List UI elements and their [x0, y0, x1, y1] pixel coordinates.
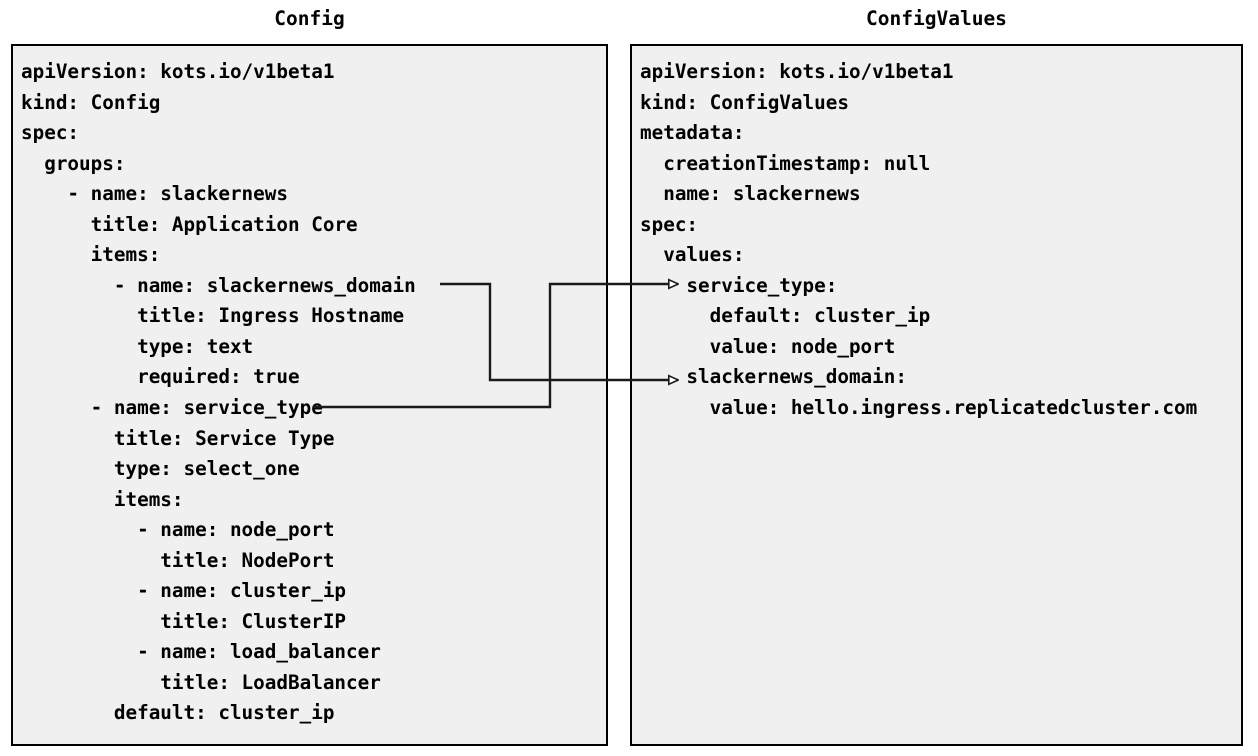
code-line: items:: [21, 243, 161, 267]
code-line: name: slackernews: [640, 182, 861, 206]
code-line: service_type:: [640, 273, 838, 297]
code-line: - name: slackernews: [21, 182, 288, 206]
configvalues-yaml-lines: apiVersion: kots.io/v1beta1 kind: ConfigV…: [632, 46, 1241, 424]
code-line: default: cluster_ip: [640, 304, 931, 328]
code-line: spec:: [640, 212, 699, 236]
code-line: title: Application Core: [21, 212, 358, 236]
code-line: apiVersion: kots.io/v1beta1: [640, 60, 954, 83]
code-line: items:: [21, 487, 184, 511]
config-panel-title: Config: [274, 7, 345, 30]
code-line: spec:: [21, 121, 80, 145]
code-line: type: text: [21, 334, 254, 358]
code-line: - name: cluster_ip: [21, 579, 347, 603]
config-yaml-panel: apiVersion: kots.io/v1beta1 kind: Config s…: [11, 44, 608, 746]
code-line: slackernews_domain:: [640, 365, 907, 389]
configvalues-yaml-panel: apiVersion: kots.io/v1beta1 kind: ConfigV…: [630, 44, 1243, 746]
code-line: title: LoadBalancer: [21, 670, 381, 694]
code-line: creationTimestamp: null: [640, 151, 931, 175]
code-line: type: select_one: [21, 457, 300, 481]
code-line: - name: slackernews_domain: [21, 273, 416, 297]
code-line: apiVersion: kots.io/v1beta1: [21, 60, 335, 83]
code-line: title: Service Type: [21, 426, 335, 450]
config-yaml-lines: apiVersion: kots.io/v1beta1 kind: Config s…: [13, 46, 606, 729]
code-line: kind: Config: [21, 90, 161, 114]
code-line: title: Ingress Hostname: [21, 304, 405, 328]
configvalues-panel-title: ConfigValues: [866, 7, 1007, 30]
code-line: values:: [640, 243, 745, 267]
code-line: value: hello.ingress.replicatedcluster.c…: [640, 396, 1198, 420]
code-line: required: true: [21, 365, 300, 389]
code-line: title: NodePort: [21, 548, 335, 572]
code-line: groups:: [21, 151, 126, 175]
code-line: metadata:: [640, 121, 745, 145]
code-line: default: cluster_ip: [21, 701, 335, 725]
code-line: kind: ConfigValues: [640, 90, 849, 114]
code-line: - name: node_port: [21, 518, 335, 542]
code-line: value: node_port: [640, 334, 896, 358]
code-line: title: ClusterIP: [21, 609, 347, 633]
code-line: - name: load_balancer: [21, 640, 381, 664]
code-line: - name: service_type: [21, 396, 323, 420]
